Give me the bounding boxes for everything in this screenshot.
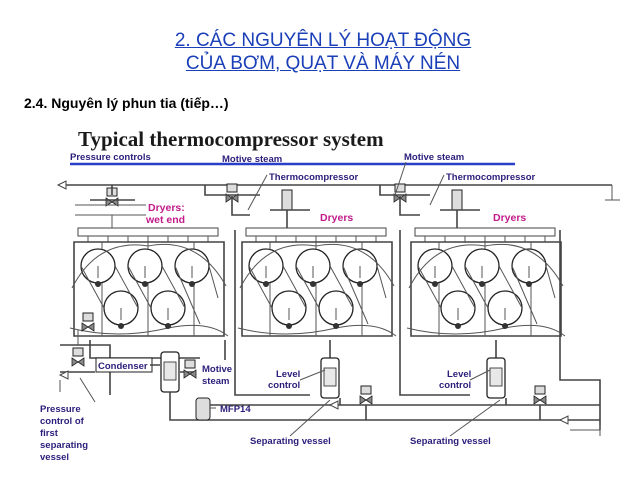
- label-dryers-wet-end-2: wet end: [145, 214, 185, 226]
- label-dryers-3: Dryers: [493, 212, 526, 224]
- label-motive-steam-1: Motive steam: [222, 154, 282, 165]
- thermocompressor-2-unit: [440, 189, 480, 228]
- slide-subtitle: 2.4. Nguyên lý phun tia (tiếp…): [24, 95, 229, 111]
- level-control-valve-2: [533, 385, 547, 405]
- mfp14-pump: [195, 397, 211, 421]
- label-dryers-wet-end-1: Dryers:: [148, 202, 185, 214]
- label-pressure-control-first-3: first: [40, 428, 59, 439]
- dryer-section-2: [237, 227, 397, 337]
- motive-steam-valve-low: [183, 359, 197, 379]
- diagram-heading: Typical thermocompressor system: [78, 127, 384, 151]
- separating-vessel-1: [320, 357, 340, 399]
- pressure-control-first-vessel: [58, 312, 111, 395]
- label-mfp14: MFP14: [220, 404, 251, 415]
- label-thermocompressor-1: Thermocompressor: [269, 172, 359, 183]
- label-level-control-1b: control: [268, 380, 300, 391]
- label-level-control-2a: Level: [447, 369, 471, 380]
- label-pressure-control-first-5: vessel: [40, 452, 69, 463]
- dryer-section-wet-end: [69, 227, 229, 337]
- label-pressure-controls: Pressure controls: [70, 152, 151, 163]
- pressure-control-valve: [75, 185, 150, 232]
- label-separating-vessel-1: Separating vessel: [250, 436, 331, 447]
- level-control-valve-1: [359, 385, 373, 405]
- separating-vessel-2: [486, 357, 506, 399]
- label-motive-steam-low-2: steam: [202, 376, 229, 387]
- label-pressure-control-first-1: Pressure: [40, 404, 81, 415]
- thermocompressor-1-unit: [270, 189, 310, 228]
- label-motive-steam-low-1: Motive: [202, 364, 232, 375]
- label-motive-steam-2: Motive steam: [404, 152, 464, 163]
- label-pressure-control-first-2: control of: [40, 416, 85, 427]
- label-thermocompressor-2: Thermocompressor: [446, 172, 536, 183]
- motive-steam-valve-2: [379, 183, 430, 216]
- label-condenser: Condenser: [98, 361, 148, 372]
- slide-title-line-2: CỦA BƠM, QUẠT VÀ MÁY NÉN: [185, 53, 461, 74]
- motive-steam-valve-1: [204, 183, 260, 216]
- label-level-control-2b: control: [439, 380, 471, 391]
- label-pressure-control-first-4: separating: [40, 440, 88, 451]
- separating-vessel-left: [160, 351, 180, 393]
- label-separating-vessel-2: Separating vessel: [410, 436, 491, 447]
- label-dryers-2: Dryers: [320, 212, 353, 224]
- dryer-section-3: [406, 227, 566, 337]
- slide-title-line-1: 2. CÁC NGUYÊN LÝ HOẠT ĐỘNG: [174, 30, 472, 51]
- label-level-control-1a: Level: [276, 369, 300, 380]
